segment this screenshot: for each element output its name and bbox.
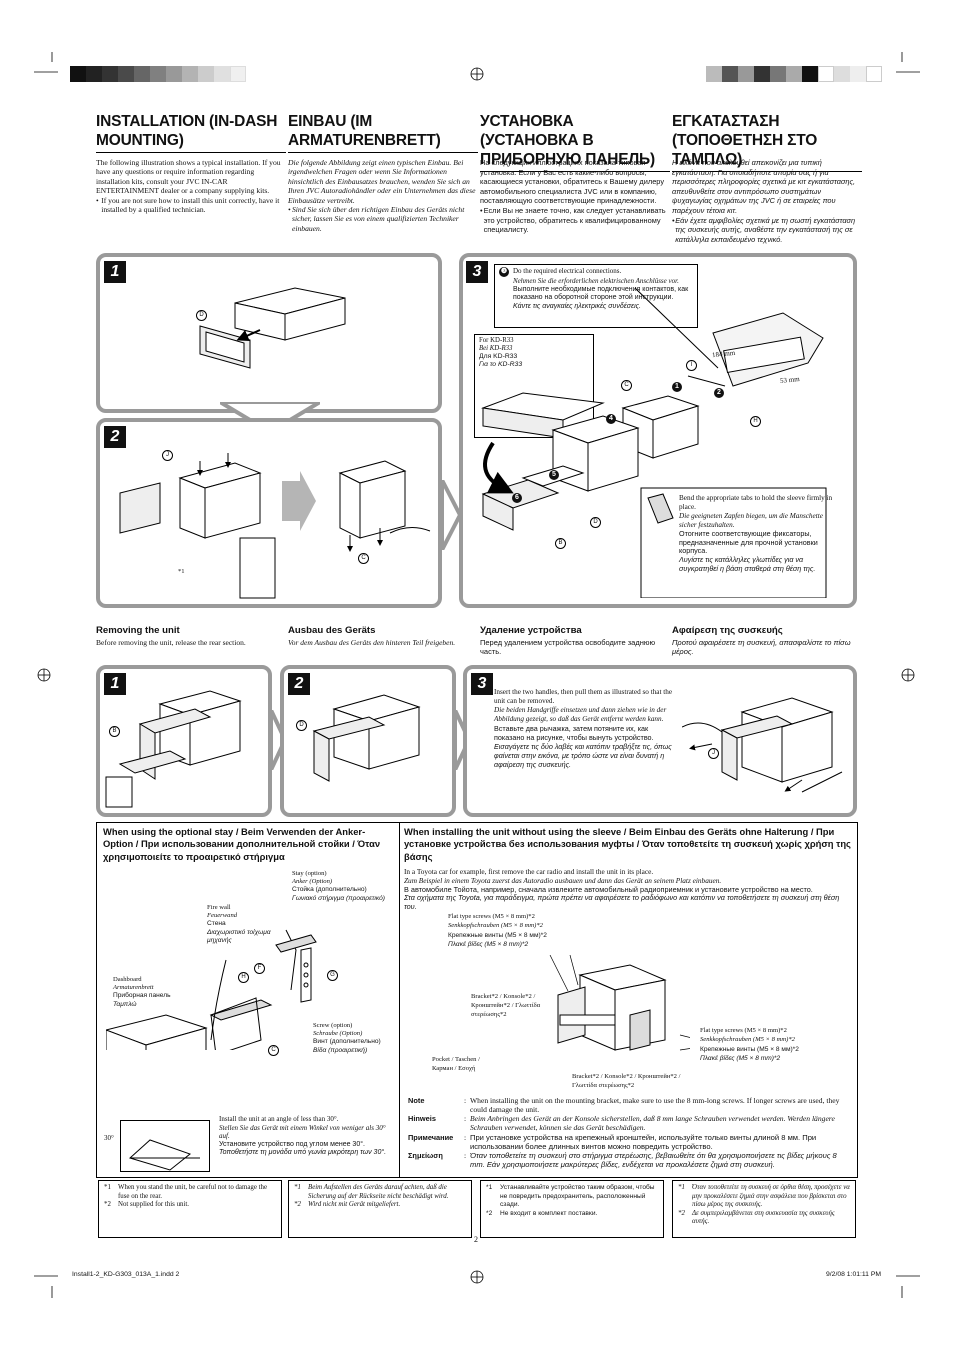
arrow-right-2 (271, 710, 287, 770)
step1-panel (96, 253, 442, 413)
mark-4: 4 (606, 414, 616, 424)
step1-illustration (199, 287, 346, 369)
flat-screws-label-top: Flat type screws (M5 × 8 mm)*2 Senkkopfs… (448, 913, 547, 949)
stay-title: When using the optional stay / Beim Verw… (103, 826, 381, 862)
step2-illustration (119, 453, 431, 599)
removing-text-el: Προτού αφαιρέσετε τη συσκευή, απασφαλίστ… (672, 638, 851, 656)
intro-de: Die folgende Abbildung zeigt einen typis… (288, 158, 476, 233)
remove-step1-illustration (105, 690, 242, 808)
label-c-2: C (621, 380, 632, 391)
removing-text-ru: Перед удалением устройства освободите за… (480, 638, 656, 656)
label-j-1: J (162, 450, 173, 461)
remove-step2-illustration (312, 694, 421, 782)
arrow-down-1 (220, 402, 320, 435)
arrow-right-1 (442, 480, 462, 550)
label-d-1: D (196, 310, 207, 321)
bracket-label-bottom: Bracket*2 / Konsole*2 / Кронштейн*2 / Γλ… (572, 1073, 681, 1089)
screw-label: Screw (option) Schraube (Option) Винт (д… (313, 1022, 381, 1054)
stay-label: Stay (option) Anker (Option) Стойка (доп… (292, 870, 385, 902)
bend-tabs-note: Bend the appropriate tabs to hold the sl… (679, 494, 833, 574)
heading-de: EINBAU (IM ARMATURENBRETT) (288, 112, 478, 153)
step1-number: 1 (104, 261, 126, 283)
lower-section-frame (96, 822, 858, 1178)
removing-heading-de: Ausbau des Geräts (288, 625, 376, 636)
label-c-1: C (358, 553, 369, 564)
angle-figure-frame (120, 1120, 210, 1172)
mark-star1: *1 (178, 568, 185, 575)
bracket-label-top: Bracket*2 / Konsole*2 / Кронштейн*2 / Γλ… (471, 993, 541, 1018)
flat-screws-label-right: Flat type screws (M5 × 8 mm)*2 Senkkopfs… (700, 1027, 799, 1063)
mark-2: 2 (714, 388, 724, 398)
mark-6: 6 (512, 493, 522, 503)
intro-en: The following illustration shows a typic… (96, 158, 281, 215)
heading-en: INSTALLATION (IN-DASH MOUNTING) (96, 112, 286, 153)
remove-step1-number: 1 (104, 673, 126, 695)
label-f: F (254, 963, 265, 974)
label-h-1: H (750, 416, 761, 427)
firewall-label: Fire wall Feuerwand Стена Διαχωριστικό τ… (207, 904, 271, 944)
removing-heading-el: Αφαίρεση της συσκευής (672, 625, 783, 636)
label-d-3: D (296, 720, 307, 731)
pocket-label: Pocket / Taschen / Карман / Εσοχή (432, 1056, 480, 1072)
label-b-1: B (555, 538, 566, 549)
dashboard-label: Dashboard Armaturenbrett Приборная панел… (113, 976, 171, 1008)
heading-el: ΕΓΚΑΤΑΣΤΑΣΗ (ΤΟΠΟΘΕΤΗΣΗ ΣΤΟ ΤΑΜΠΛΩ) (672, 112, 862, 172)
remove-step3-panel (463, 665, 857, 817)
lower-section-divider (399, 822, 400, 1178)
print-file: Install1-2_KD-G303_013A_1.indd 2 (72, 1271, 180, 1278)
label-c-3: C (268, 1045, 279, 1056)
angle-note: Install the unit at an angle of less tha… (219, 1115, 387, 1157)
stay-illustration (106, 929, 317, 1050)
angle-figure (129, 1139, 200, 1171)
handles-note: Insert the two handles, then pull them a… (494, 688, 673, 769)
step3-illustration (481, 287, 827, 598)
angle-degree: 30° (104, 1134, 114, 1142)
removing-text-en: Before removing the unit, release the re… (96, 638, 246, 647)
arrow-right-3 (455, 710, 471, 770)
remove-step3-illustration (682, 697, 843, 793)
removing-heading-ru: Удаление устройства (480, 625, 582, 636)
label-j-2: J (708, 748, 719, 759)
nosleeve-illustration (549, 955, 690, 1051)
step2-number: 2 (104, 426, 126, 448)
print-date: 9/2/08 1:01:11 PM (826, 1271, 882, 1278)
label-d-2: D (590, 517, 601, 528)
label-i-1: I (686, 360, 697, 371)
heading-ru: УСТАНОВКА (УСТАНОВКА В ПРИБОРНУЮ ПАНЕЛЬ) (480, 112, 670, 172)
intro-el: Η εικόνα που ακολουθεί απεικονίζει μια τ… (672, 158, 856, 244)
label-b-2: B (109, 726, 120, 737)
nosleeve-intro: In a Toyota car for example, first remov… (404, 867, 840, 912)
nosleeve-title: When installing the unit without using t… (404, 826, 851, 862)
step3-number: 3 (466, 261, 488, 283)
removing-text-de: Vor dem Ausbau des Geräts den hinteren T… (288, 638, 456, 647)
label-g: G (327, 970, 338, 981)
mark-5: 5 (549, 470, 559, 480)
label-h-2: H (238, 972, 249, 983)
intro-ru: На следующих иллюстрациях показана типов… (480, 158, 666, 235)
remove-step2-number: 2 (288, 673, 310, 695)
removing-heading-en: Removing the unit (96, 625, 180, 636)
kd-r33-box: For KD-R33 Bei KD-R33 Для KD-R33 Για το … (474, 334, 594, 438)
remove-step3-number: 3 (471, 673, 493, 695)
page-number: 2 (474, 1235, 478, 1244)
mark-1: 1 (672, 382, 682, 392)
